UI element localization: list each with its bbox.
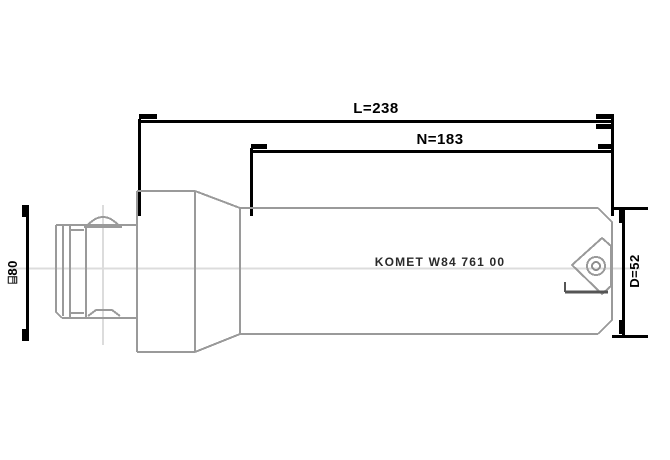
shank-diameter-dimension xyxy=(22,205,29,341)
part-marking-label: KOMET W84 761 00 xyxy=(375,255,506,269)
rear-face-plate xyxy=(136,190,196,353)
projection-length-dimension xyxy=(250,144,614,216)
clamping-screw xyxy=(586,256,606,276)
tapered-hsk-shank xyxy=(85,224,137,319)
cylindrical-boring-bar xyxy=(239,207,598,335)
tool-body-outline xyxy=(55,190,613,353)
overall-length-label: L=238 xyxy=(353,100,398,117)
body-diameter-label: D=52 xyxy=(627,254,642,287)
shank-diameter-label: ⌸80 xyxy=(5,260,20,284)
body-diameter-dimension xyxy=(612,207,648,338)
drive-flange xyxy=(55,224,86,319)
conical-transition xyxy=(194,190,241,353)
triangular-indexable-insert xyxy=(570,236,612,296)
axis-centerline xyxy=(10,205,640,345)
overall-length-dimension xyxy=(138,114,614,216)
projection-length-label: N=183 xyxy=(416,131,463,148)
tip-chamfer xyxy=(597,207,613,335)
coolant-relief-slot xyxy=(564,282,608,294)
locating-dome-feature xyxy=(84,216,122,317)
